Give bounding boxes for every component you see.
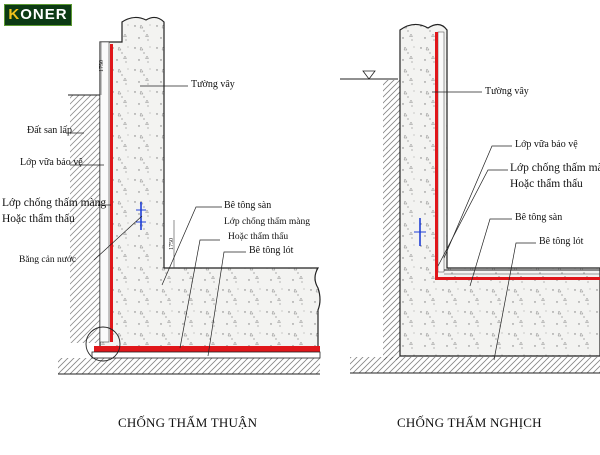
- left-blinding: [91, 351, 321, 359]
- left-leader-betonglot: [207, 251, 246, 357]
- right-leader-betonglot: [493, 242, 536, 361]
- label-left-lop-chong-tham-2: Lớp chống thấm màng: [224, 217, 311, 227]
- right-protect-layer: [437, 31, 445, 273]
- label-left-tuong-vay: Tường vây: [191, 79, 235, 90]
- right-waterlevel-triangle: [362, 70, 376, 80]
- label-left-be-tong-san: Bê tông sàn: [224, 200, 272, 211]
- brand-logo: KONER: [4, 4, 72, 26]
- right-leader-chongtham: [437, 169, 508, 267]
- left-bottom-soil: [58, 358, 320, 374]
- left-soil-fill: [70, 95, 102, 343]
- left-leader-betongsan: [161, 206, 222, 286]
- label-right-hoac-tham-thau: Hoặc thẩm thấu: [510, 178, 583, 190]
- label-left-hoac-tham-thau: Hoặc thẩm thấu: [2, 213, 75, 225]
- left-leader-chongtham2: [179, 239, 220, 349]
- title-chong-tham-nghich: CHỐNG THẤM NGHỊCH: [397, 415, 542, 430]
- left-protect-layer: [99, 41, 110, 343]
- label-left-hoac-tham-thau-2: Hoặc thẩm thấu: [228, 232, 289, 242]
- right-soil-fill: [383, 80, 400, 360]
- right-leader-lopvua: [443, 145, 512, 259]
- label-left-lop-vua-bao-ve: Lớp vữa bảo vệ: [20, 157, 83, 168]
- left-wall-concrete: [99, 16, 321, 351]
- label-right-be-tong-san: Bê tông sàn: [515, 212, 563, 223]
- label-bang-can-nuoc: Băng cản nước: [19, 255, 77, 265]
- label-left-be-tong-lot: Bê tông lót: [249, 245, 294, 256]
- left-detail-circle: [85, 326, 121, 362]
- right-membrane-vertical: [435, 32, 438, 280]
- brand-logo-k: K: [8, 6, 21, 23]
- brand-logo-rest: ONER: [20, 6, 68, 23]
- label-right-be-tong-lot: Bê tông lót: [539, 236, 584, 247]
- right-bottom-soil: [350, 357, 600, 373]
- label-right-lop-vua-bao-ve: Lớp vữa bảo vệ: [515, 139, 578, 150]
- right-membrane-horizontal: [435, 277, 600, 280]
- label-dat-san-lap: Đất san lấp: [27, 125, 72, 136]
- label-left-lop-chong-tham: Lớp chống thấm màng: [2, 197, 107, 209]
- label-right-lop-chong-tham: Lớp chống thấm màng: [510, 162, 600, 174]
- right-leader-betongsan: [469, 218, 512, 287]
- dim-left-top: 1750: [99, 60, 105, 72]
- label-right-tuong-vay: Tường vây: [485, 86, 529, 97]
- right-wall-concrete: [399, 23, 600, 357]
- left-membrane-bottom: [94, 346, 320, 352]
- title-chong-tham-thuan: CHỐNG THẤM THUẬN: [118, 415, 258, 430]
- dim-left-mid: 1750: [169, 238, 175, 250]
- left-section: [58, 16, 321, 375]
- left-leader-bangcannuoc: [93, 215, 143, 261]
- right-section: [340, 23, 600, 374]
- left-membrane-vertical: [110, 44, 113, 342]
